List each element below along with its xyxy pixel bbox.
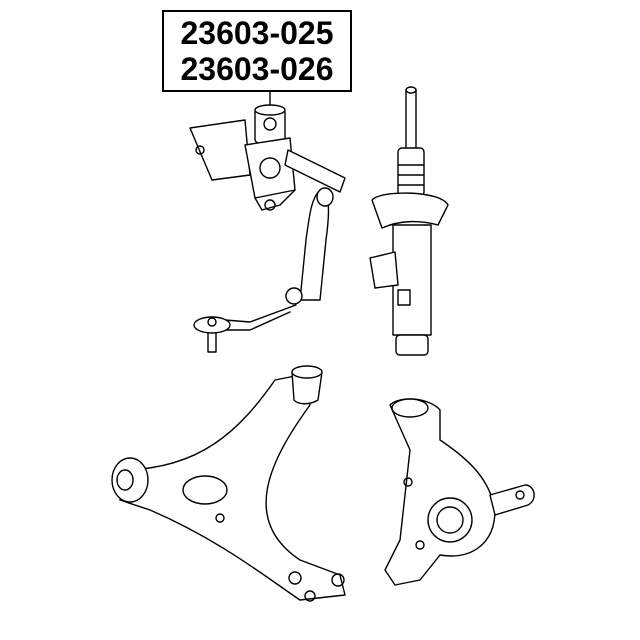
control-arm xyxy=(111,365,346,602)
steering-knuckle xyxy=(384,398,535,586)
part-number: 23603-026 xyxy=(180,51,334,87)
level-sensor xyxy=(189,104,346,353)
shock-absorber xyxy=(369,86,449,356)
part-number: 23603-025 xyxy=(180,15,334,51)
part-number-label: 23603-025 23603-026 xyxy=(162,10,352,92)
